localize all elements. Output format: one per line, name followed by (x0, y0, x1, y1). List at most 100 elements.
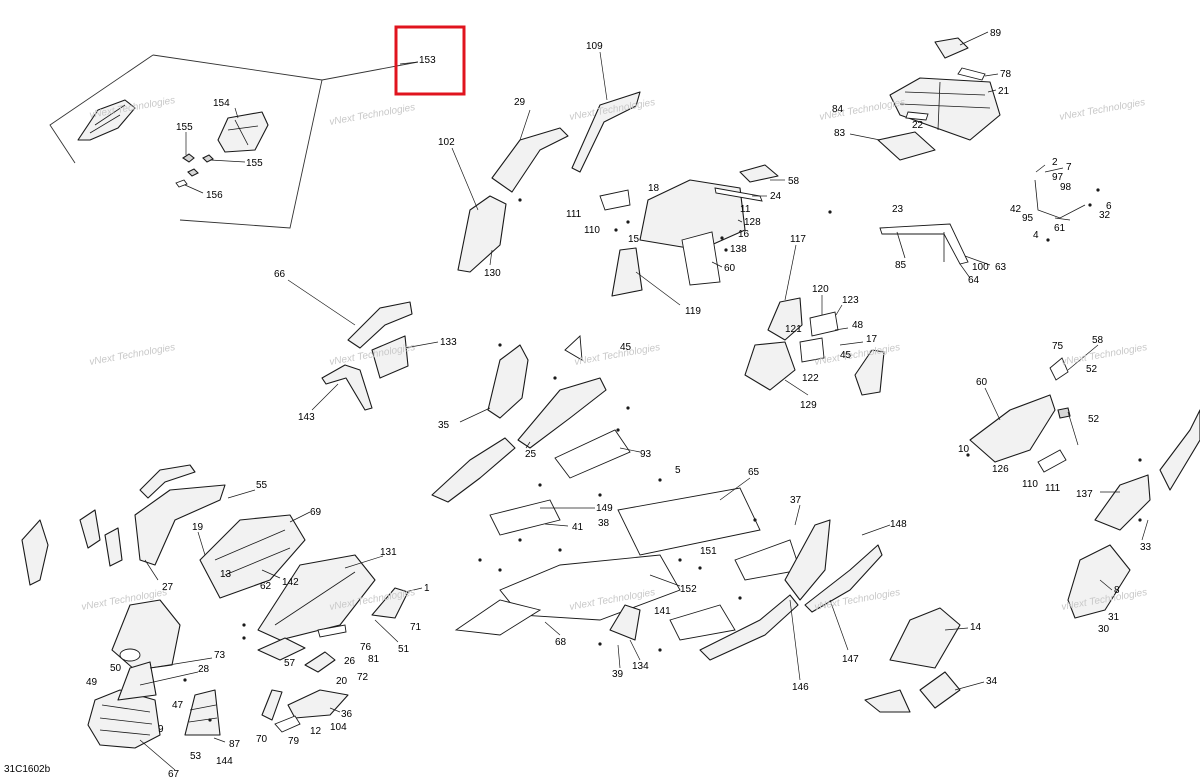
front-end-parts (21, 464, 423, 673)
callout-label: 15 (628, 234, 640, 245)
leader-line (835, 304, 843, 316)
leader-line (149, 657, 213, 669)
fastener-dot (208, 718, 212, 722)
leader-line (829, 599, 849, 651)
leader-line (954, 681, 985, 691)
callout-label: 31 (1108, 612, 1120, 623)
leader-line (1035, 164, 1046, 173)
fastener-dot (1138, 518, 1142, 522)
callout-label: 58 (788, 176, 800, 187)
diagram-reference-code: 31C1602b (4, 764, 51, 775)
rocker-part-147 (804, 544, 883, 613)
callout-label: 22 (912, 120, 924, 131)
callout-label: 17 (866, 334, 878, 345)
mirror-housing-part (77, 99, 136, 141)
inset-frame-top (152, 54, 419, 81)
callout-label: 155 (246, 158, 263, 169)
callout-label: 26 (344, 656, 356, 667)
leader-line (399, 61, 419, 65)
callout-label: 93 (640, 449, 652, 460)
callout-label: 85 (895, 260, 907, 271)
callout-label: 14 (970, 622, 982, 633)
leader-line (649, 574, 681, 587)
leader-line (719, 477, 751, 501)
callout-label: 24 (770, 191, 782, 202)
inset-frame-left (49, 54, 154, 164)
callout-label: 28 (198, 664, 210, 675)
leader-line (834, 327, 849, 331)
callout-label: 141 (654, 606, 671, 617)
grille-part-50 (117, 661, 157, 701)
cargo-box-detail (899, 81, 991, 131)
fastener-dot (598, 642, 602, 646)
side-panel-part-29 (491, 127, 569, 193)
fastener-dot (518, 538, 522, 542)
fastener-dot (626, 406, 630, 410)
callout-label: 30 (1098, 624, 1110, 635)
callout-label: 151 (700, 546, 717, 557)
callout-label: 12 (310, 726, 322, 737)
grille-part-144 (184, 689, 221, 736)
leader-line (794, 504, 801, 526)
callout-label: 133 (440, 337, 457, 348)
fastener-dot (1088, 203, 1092, 207)
leader-line (139, 739, 176, 771)
cover-part-89 (934, 37, 969, 59)
leader-line (784, 244, 797, 301)
fastener-dot (498, 568, 502, 572)
hoop-part-100 (879, 223, 969, 265)
clip-part-45 (564, 335, 583, 361)
side-panel-part-109 (571, 91, 641, 173)
fastener-dot (518, 198, 522, 202)
leader-line (839, 341, 864, 346)
leader-line (329, 707, 341, 713)
leader-line (209, 159, 246, 163)
callout-label: 64 (968, 275, 980, 286)
callout-label: 20 (336, 676, 348, 687)
leader-line (184, 184, 204, 194)
leader-line (944, 627, 969, 631)
nose-opening (119, 648, 141, 662)
leader-line (711, 261, 723, 268)
callout-label: 34 (986, 676, 998, 687)
right-door-parts (864, 344, 1200, 713)
mirror-inset-group (49, 54, 419, 229)
callout-label: 117 (790, 234, 806, 245)
callout-label: 6 (1106, 201, 1112, 212)
callout-label: 21 (998, 86, 1010, 97)
leader-line (261, 569, 281, 579)
callout-label: 47 (172, 700, 184, 711)
callout-highlight-box (394, 25, 466, 96)
callout-label: 60 (976, 377, 988, 388)
leader-line (959, 263, 971, 279)
rocker-part-lower (431, 437, 516, 503)
callout-label: 97 (1052, 172, 1064, 183)
leader-line (619, 447, 641, 453)
callout-label: 11 (740, 204, 751, 215)
leader-line (227, 489, 256, 499)
callout-label: 5 (675, 465, 681, 476)
callout-label: 110 (1022, 479, 1038, 490)
grille-slats (99, 704, 153, 736)
callout-label: 27 (162, 582, 174, 593)
box-part-129 (744, 341, 796, 391)
callout-label: 120 (812, 284, 829, 295)
callout-label: 58 (1092, 335, 1104, 346)
callout-label: 144 (216, 756, 233, 767)
callout-label: 8 (1114, 585, 1120, 596)
floor-panel-141 (669, 604, 736, 641)
strip-part-76 (317, 624, 347, 638)
leader-line (984, 387, 1001, 421)
callout-label: 100 (972, 262, 989, 273)
callout-label: 68 (555, 637, 567, 648)
floor-panel-41 (489, 499, 561, 536)
light-part-left (21, 519, 49, 586)
fastener-dot (658, 648, 662, 652)
rocker-part-146 (699, 594, 799, 661)
callout-label: 75 (1052, 341, 1064, 352)
trim-part-34-b (919, 671, 961, 709)
leader-line (197, 531, 206, 556)
cargo-box-part-21 (889, 77, 1001, 141)
callout-label: 4 (1033, 230, 1039, 241)
callout-label: 128 (744, 217, 761, 228)
